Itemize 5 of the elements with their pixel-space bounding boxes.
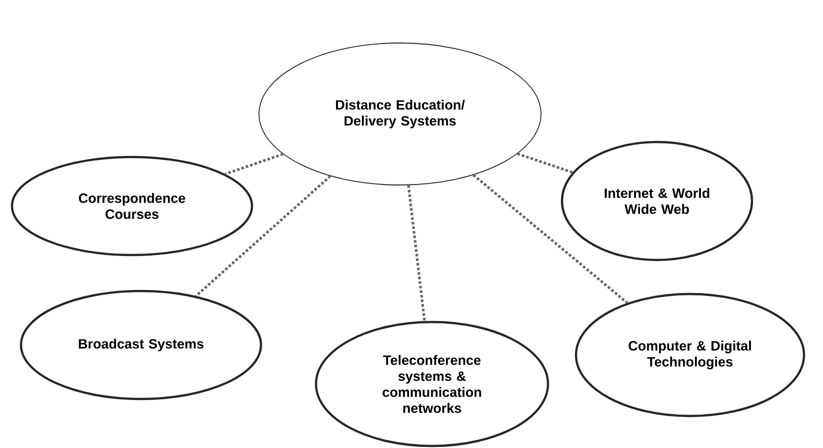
dotted-connector: [224, 152, 284, 176]
dotted-connector: [407, 185, 426, 322]
dotted-connector: [472, 174, 628, 304]
dotted-connector: [195, 175, 332, 297]
dotted-connector: [517, 152, 573, 174]
